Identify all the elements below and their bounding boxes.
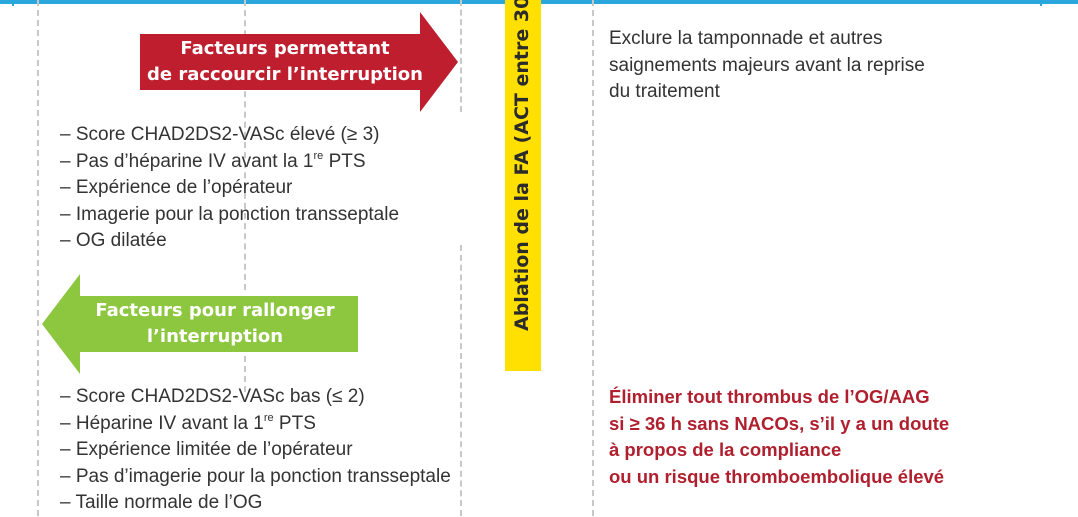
dashed-guide bbox=[460, 245, 462, 516]
shorten-title-line2: de raccourcir l’interruption bbox=[147, 64, 423, 85]
resume-note: Exclure la tamponnade et autres saigneme… bbox=[609, 26, 1039, 106]
list-item: – Pas d’imagerie pour la ponction transs… bbox=[60, 465, 451, 487]
note-line: saignements majeurs avant la reprise bbox=[609, 54, 925, 76]
list-item: – Expérience de l’opérateur bbox=[60, 177, 293, 198]
warning-line: Éliminer tout thrombus de l’OG/AAG bbox=[609, 386, 930, 407]
dashed-guide bbox=[244, 356, 246, 392]
top-tick bbox=[1040, 0, 1042, 6]
lengthen-factors-arrow: Facteurs pour rallonger l’interruption bbox=[42, 274, 358, 374]
arrow-left-shape bbox=[42, 274, 358, 374]
arrow-right-shape bbox=[140, 12, 458, 112]
note-line: du traitement bbox=[609, 81, 720, 102]
lengthen-factors-list: – Score CHAD2DS2-VASc bas (≤ 2) – Hépari… bbox=[60, 384, 451, 517]
list-item: – Score CHAD2DS2-VASc élevé (≥ 3) bbox=[60, 124, 380, 145]
dashed-guide bbox=[244, 0, 246, 290]
lengthen-title-line2: l’interruption bbox=[146, 326, 284, 347]
top-tick bbox=[12, 0, 14, 6]
list-item: – Taille normale de l’OG bbox=[60, 492, 263, 513]
dashed-guide bbox=[37, 0, 39, 516]
list-item: – Score CHAD2DS2-VASc bas (≤ 2) bbox=[60, 386, 365, 407]
shorten-title-line1: Facteurs permettant bbox=[180, 38, 390, 59]
warning-line: si ≥ 36 h sans NACOs, s’il y a un doute bbox=[609, 412, 950, 434]
dashed-guide bbox=[592, 0, 594, 516]
shorten-factors-list: – Score CHAD2DS2-VASc élevé (≥ 3) – Pas … bbox=[60, 122, 399, 255]
list-item: – Expérience limitée de l’opérateur bbox=[60, 439, 353, 460]
lengthen-title-line1: Facteurs pour rallonger bbox=[95, 300, 335, 321]
ablation-label: Ablation de la FA (ACT entre 300 et 3 bbox=[511, 0, 533, 331]
warning-line: ou un risque thromboembolique élevé bbox=[609, 465, 945, 487]
list-item: – Pas d’héparine IV avant la 1re PTS bbox=[60, 149, 366, 172]
list-item: – OG dilatée bbox=[60, 230, 167, 251]
dashed-guide bbox=[460, 0, 462, 112]
shorten-factors-arrow: Facteurs permettant de raccourcir l’inte… bbox=[140, 12, 458, 112]
ablation-timeline-bar: Ablation de la FA (ACT entre 300 et 3 bbox=[505, 0, 541, 371]
list-item: – Imagerie pour la ponction transseptale bbox=[60, 203, 400, 225]
thrombus-warning: Éliminer tout thrombus de l’OG/AAG si ≥ … bbox=[609, 384, 1039, 490]
note-line: Exclure la tamponnade et autres bbox=[609, 28, 883, 49]
warning-line: à propos de la compliance bbox=[609, 439, 842, 460]
list-item: – Héparine IV avant la 1re PTS bbox=[60, 411, 316, 434]
